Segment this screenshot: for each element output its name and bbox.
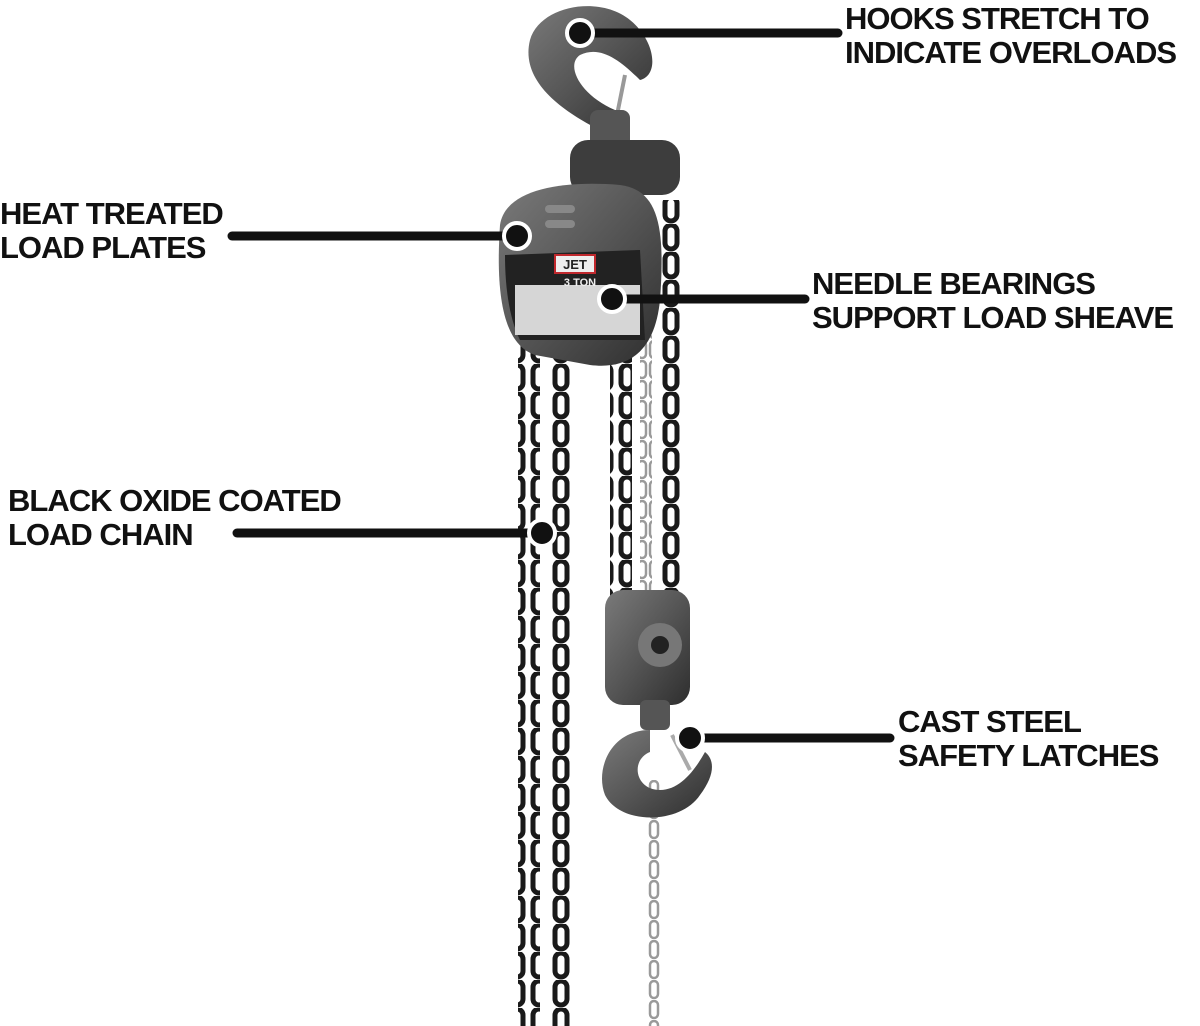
callout-chain: BLACK OXIDE COATED LOAD CHAIN	[8, 483, 342, 552]
bottom-block	[605, 590, 690, 705]
callout-text: LOAD PLATES	[0, 230, 206, 265]
callout-text: LOAD CHAIN	[8, 517, 194, 552]
callout-line-latches	[675, 723, 895, 753]
callout-text: HOOKS STRETCH TO	[845, 1, 1150, 36]
hand-chain	[640, 320, 660, 1026]
callout-hook: HOOKS STRETCH TO INDICATE OVERLOADS	[845, 1, 1177, 70]
callout-plates: HEAT TREATED LOAD PLATES	[0, 196, 224, 265]
hoist-body: JET 3 TON	[498, 183, 662, 366]
callout-text: SUPPORT LOAD SHEAVE	[812, 300, 1174, 335]
callout-bearings: NEEDLE BEARINGS SUPPORT LOAD SHEAVE	[812, 266, 1174, 335]
brand-plate: JET	[563, 257, 587, 272]
callout-text: NEEDLE BEARINGS	[812, 266, 1096, 301]
callout-line-plates	[227, 221, 532, 251]
callout-lines	[227, 18, 895, 753]
callout-line-bearings	[597, 284, 810, 314]
callout-line-hook	[565, 18, 843, 48]
callout-text: INDICATE OVERLOADS	[845, 35, 1177, 70]
callout-text: HEAT TREATED	[0, 196, 224, 231]
bottom-hook	[602, 700, 712, 818]
callout-text: BLACK OXIDE COATED	[8, 483, 342, 518]
callout-latches: CAST STEEL SAFETY LATCHES	[898, 704, 1159, 773]
capacity-plate: 3 TON	[564, 277, 596, 289]
callout-text: SAFETY LATCHES	[898, 738, 1159, 773]
callout-text: CAST STEEL	[898, 704, 1082, 739]
callout-line-chain	[232, 518, 557, 548]
